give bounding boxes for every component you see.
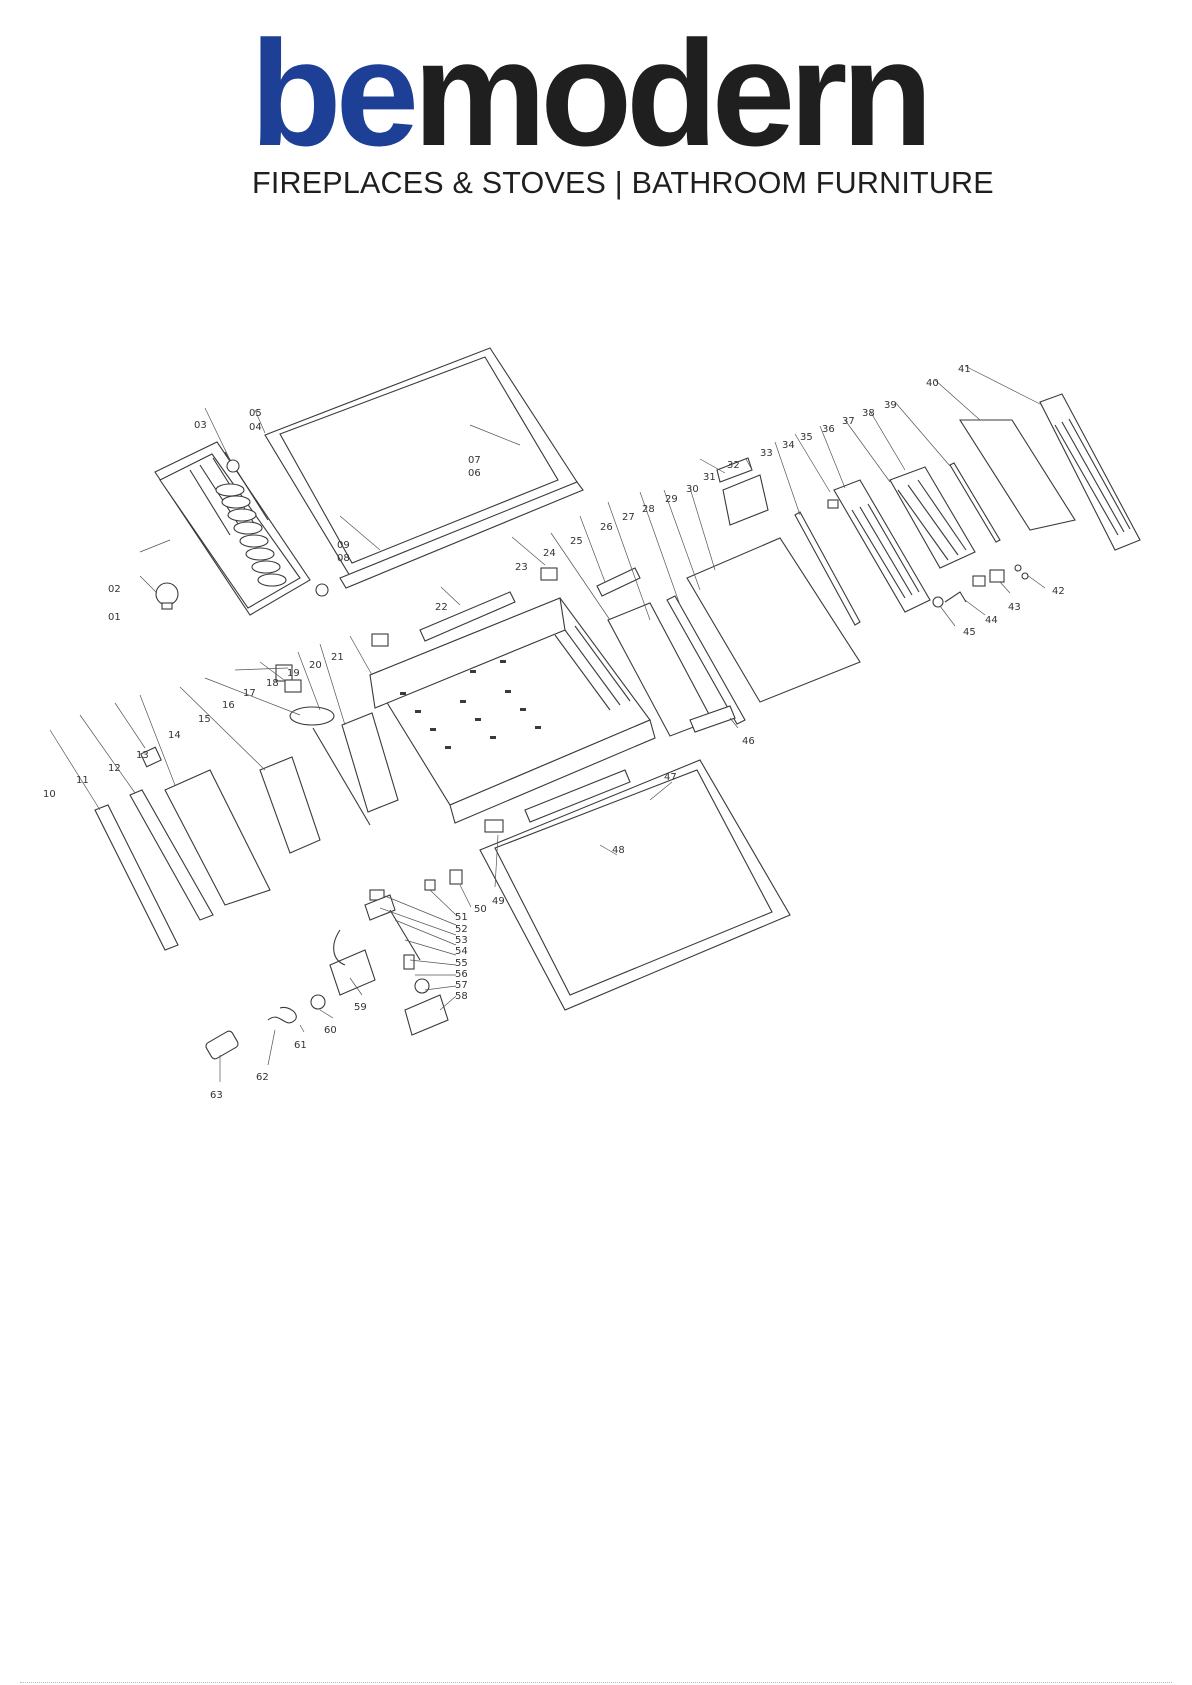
label-15: 15 [198,714,211,725]
exploded-parts-diagram: 01 02 03 04 05 06 07 08 09 10 11 12 13 1… [0,330,1192,1120]
label-42: 42 [1052,586,1065,597]
label-07: 07 [468,455,481,466]
label-14: 14 [168,730,181,741]
bracket-25 [597,568,640,596]
remote-parts [205,930,375,1060]
label-39: 39 [884,400,897,411]
side-vent-panel [1040,394,1140,550]
label-16: 16 [222,700,235,711]
label-26: 26 [600,522,613,533]
label-12: 12 [108,763,121,774]
label-41: 41 [958,364,971,375]
logo-tagline: FIREPLACES & STOVES | BATHROOM FURNITURE [252,166,994,201]
clip-21 [372,634,388,646]
label-44: 44 [985,615,998,626]
label-20: 20 [309,660,322,671]
label-61: 61 [294,1040,307,1051]
label-62: 62 [256,1072,269,1083]
label-50: 50 [474,904,487,915]
label-30: 30 [686,484,699,495]
label-02: 02 [108,584,121,595]
label-31: 31 [703,472,716,483]
label-37: 37 [842,416,855,427]
base-frame [480,760,790,1010]
label-18: 18 [266,678,279,689]
motor-assembly [276,665,334,725]
label-08: 08 [337,553,350,564]
label-38: 38 [862,408,875,419]
label-58: 58 [455,991,468,1002]
label-54: 54 [455,946,468,957]
label-51: 51 [455,912,468,923]
label-63: 63 [210,1090,223,1101]
label-52: 52 [455,924,468,935]
bemodern-logo: bemodern FIREPLACES & STOVES | BATHROOM … [250,18,940,198]
label-09: 09 [337,540,350,551]
label-59: 59 [354,1002,367,1013]
label-46: 46 [742,736,755,747]
label-40: 40 [926,378,939,389]
label-27: 27 [622,512,635,523]
label-45: 45 [963,627,976,638]
flame-reel [260,713,398,853]
footer-divider [20,1682,1172,1683]
label-60: 60 [324,1025,337,1036]
label-04: 04 [249,422,262,433]
label-56: 56 [455,969,468,980]
clip-23 [541,568,557,580]
bulb [156,583,178,609]
label-10: 10 [43,789,56,800]
label-22: 22 [435,602,448,613]
label-03: 03 [194,420,207,431]
label-24: 24 [543,548,556,559]
label-43: 43 [1008,602,1021,613]
front-trim-10 [95,805,178,950]
label-13: 13 [136,750,149,761]
label-21: 21 [331,652,344,663]
label-28: 28 [642,504,655,515]
logo-wordmark: bemodern [250,18,927,168]
control-box [717,458,768,525]
label-49: 49 [492,896,505,907]
clip-49 [485,820,503,832]
exploded-view-drawing: 01 02 03 04 05 06 07 08 09 10 11 12 13 1… [0,330,1192,1120]
label-19: 19 [287,668,300,679]
label-32: 32 [727,460,740,471]
top-trim-frame [265,348,577,576]
label-01: 01 [108,612,121,623]
label-47: 47 [664,772,677,783]
label-17: 17 [243,688,256,699]
label-36: 36 [822,424,835,435]
label-11: 11 [76,775,89,786]
label-06: 06 [468,468,481,479]
small-heater-parts [933,565,1028,607]
label-53: 53 [455,935,468,946]
logo-modern: modern [413,9,927,177]
label-25: 25 [570,536,583,547]
label-05: 05 [249,408,262,419]
label-33: 33 [760,448,773,459]
logo-be: be [250,9,413,177]
label-55: 55 [455,958,468,969]
label-34: 34 [782,440,795,451]
label-48: 48 [612,845,625,856]
label-29: 29 [665,494,678,505]
label-23: 23 [515,562,528,573]
label-35: 35 [800,432,813,443]
label-57: 57 [455,980,468,991]
